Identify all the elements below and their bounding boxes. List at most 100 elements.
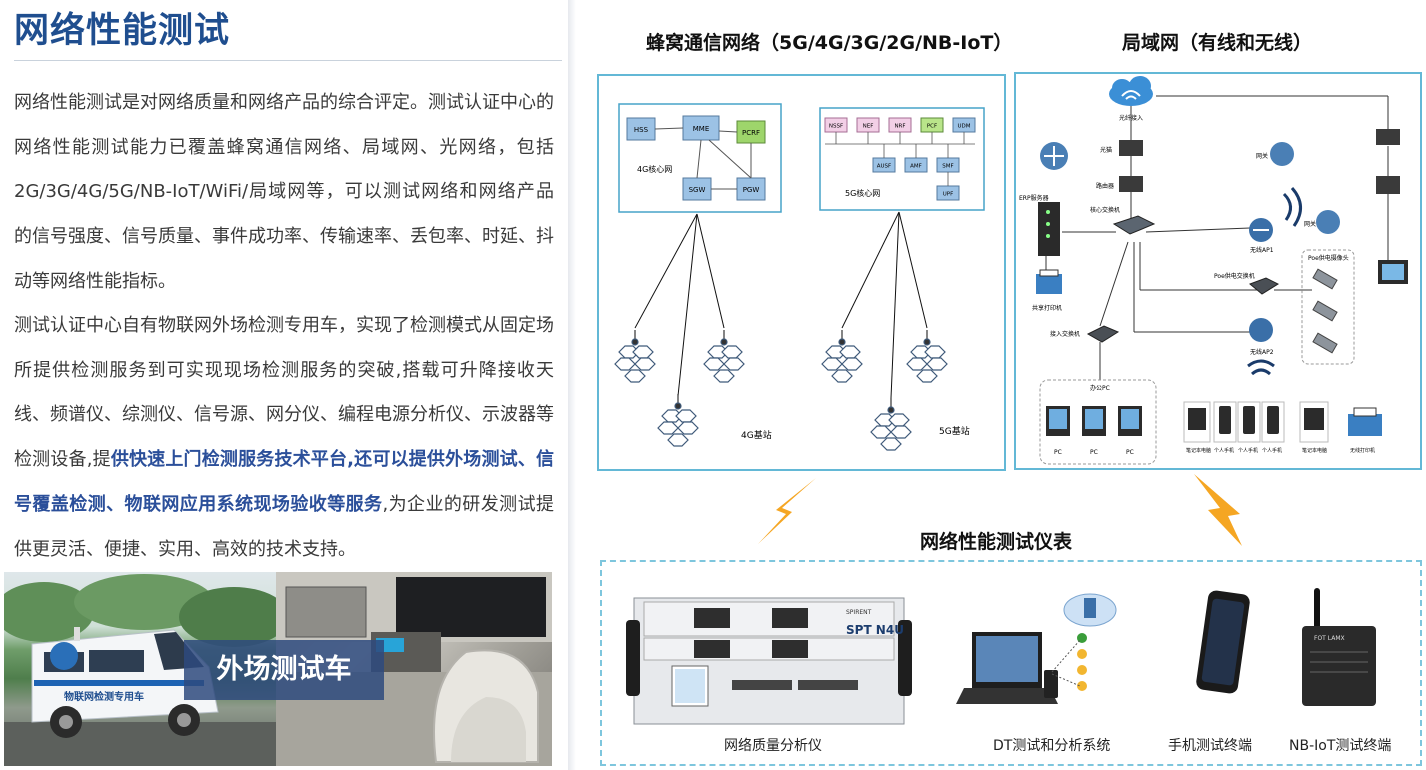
node-pcrf: PCRF bbox=[742, 129, 760, 137]
bs-4g-1 bbox=[614, 330, 656, 383]
bs-4g-3 bbox=[657, 394, 699, 447]
spt-model-label: SPT N4U bbox=[846, 623, 904, 637]
node-pcf: PCF bbox=[927, 124, 937, 130]
lan-panel: 光纤接入 光猫 路由器 核心交换机 ERP服务器 共享打印机 无线AP1 网关 … bbox=[1014, 72, 1422, 470]
test-vehicle-photo: 物联网检测专用车 bbox=[4, 572, 276, 766]
bs-5g-1 bbox=[821, 330, 863, 383]
bs-5g-label: 5G基站 bbox=[939, 425, 970, 437]
label-phone-3: 个人手机 bbox=[1262, 447, 1282, 454]
label-wireless-printer: 无线打印机 bbox=[1350, 447, 1375, 454]
label-poe-camera: Poe供电摄像头 bbox=[1308, 254, 1349, 262]
dt-system-image bbox=[956, 593, 1117, 704]
node-sgw: SGW bbox=[689, 186, 706, 194]
node-mme: MME bbox=[693, 125, 710, 133]
phone-terminal-image bbox=[1196, 590, 1250, 694]
label-router: 路由器 bbox=[1096, 182, 1114, 190]
label-dt-system: DT测试和分析系统 bbox=[993, 738, 1111, 754]
wireless-printer-icon bbox=[1348, 414, 1382, 436]
node-pgw: PGW bbox=[743, 186, 760, 194]
instrument-section-title: 网络性能测试仪表 bbox=[920, 531, 1073, 553]
label-core-switch: 核心交换机 bbox=[1090, 206, 1120, 214]
node-udm: UDM bbox=[957, 124, 970, 130]
node-nssf: NSSF bbox=[829, 124, 843, 130]
lightning-left-icon bbox=[758, 478, 816, 544]
shared-printer-icon bbox=[1036, 274, 1062, 294]
label-office-pc: 办公PC bbox=[1090, 384, 1110, 392]
node-hss: HSS bbox=[634, 126, 649, 134]
label-ap1: 无线AP1 bbox=[1250, 246, 1274, 254]
fiber-cloud-icon bbox=[1109, 76, 1153, 106]
label-phone-2: 个人手机 bbox=[1238, 447, 1258, 454]
erp-server-icon bbox=[1038, 202, 1060, 256]
label-phone-terminal: 手机测试终端 bbox=[1168, 738, 1252, 754]
camera-icons bbox=[1312, 268, 1338, 354]
core-5g-label: 5G核心网 bbox=[845, 188, 880, 198]
title-divider bbox=[14, 60, 562, 61]
label-access-switch: 接入交换机 bbox=[1050, 330, 1080, 338]
label-modem: 光猫 bbox=[1100, 146, 1112, 154]
gateway2-icon bbox=[1316, 210, 1340, 234]
core-switch-icon bbox=[1112, 215, 1156, 235]
vehicle-photos: 物联网检测专用车 外场测试车 bbox=[4, 572, 552, 766]
van-side-text: 物联网检测专用车 bbox=[64, 690, 144, 703]
vehicle-paragraph-text-b: ,为企业的研发测试提供更灵活、便捷、实用、高效的技术支持。 bbox=[14, 493, 554, 560]
cellular-network-panel: HSS MME PCRF SGW PGW 4G核心网 NSSF NEF bbox=[597, 74, 1006, 471]
vehicle-interior-photo bbox=[276, 572, 552, 766]
modem-icon bbox=[1119, 140, 1143, 156]
router-box-icon bbox=[1119, 176, 1143, 192]
vehicle-paragraph-highlight: 供快速上门检测服务技术平台,还可以提供外场测试、信号覆盖检测、物联网应用系统现场… bbox=[14, 449, 554, 515]
wifi-signal-icon bbox=[1282, 187, 1302, 227]
label-fiber-in: 光纤接入 bbox=[1119, 114, 1143, 122]
node-ausf: AUSF bbox=[877, 164, 891, 170]
label-network-analyzer: 网络质量分析仪 bbox=[724, 738, 822, 754]
pc-icons bbox=[1046, 406, 1142, 436]
page-title: 网络性能测试 bbox=[14, 11, 231, 51]
label-shared-printer: 共享打印机 bbox=[1032, 304, 1062, 312]
label-pc-2: PC bbox=[1090, 449, 1098, 456]
lan-section-title: 局域网（有线和无线） bbox=[1122, 32, 1313, 54]
bs-4g-2 bbox=[703, 330, 745, 383]
network-analyzer-image: SPT N4U SPIRENT bbox=[626, 597, 912, 725]
wifi-signal-2-icon bbox=[1247, 359, 1275, 376]
label-erp: ERP服务器 bbox=[1019, 194, 1049, 202]
lightning-right-icon bbox=[1194, 474, 1242, 546]
office-pc-group bbox=[1039, 379, 1157, 465]
label-laptop-1: 笔记本电脑 bbox=[1186, 447, 1211, 454]
label-ap2: 无线AP2 bbox=[1250, 348, 1274, 356]
base-stations bbox=[614, 330, 948, 451]
vehicle-paragraph: 测试认证中心自有物联网外场检测专用车，实现了检测模式从固定场所提供检测服务到可实… bbox=[14, 304, 554, 572]
cellular-section-title: 蜂窝通信网络（5G/4G/3G/2G/NB-IoT） bbox=[646, 32, 1013, 54]
nbiot-terminal-image: FOT LAMX bbox=[1302, 588, 1376, 706]
poe-switch-icon bbox=[1249, 277, 1280, 295]
vehicle-paragraph-text-a: 测试认证中心自有物联网外场检测专用车，实现了检测模式从固定场所提供检测服务到可实… bbox=[14, 315, 554, 471]
gateway1-icon bbox=[1270, 142, 1294, 166]
right-switch-1-icon bbox=[1376, 129, 1400, 145]
column-divider bbox=[568, 0, 576, 770]
left-column: 网络性能测试 网络性能测试是对网络质量和网络产品的综合评定。测试认证中心的网络性… bbox=[0, 0, 568, 770]
right-switch-2-icon bbox=[1376, 176, 1400, 194]
bs-5g-3 bbox=[870, 398, 912, 451]
label-gateway2: 网关 bbox=[1304, 220, 1316, 228]
label-pc-1: PC bbox=[1054, 449, 1062, 456]
fot-label: FOT LAMX bbox=[1314, 635, 1345, 642]
ap2-icon bbox=[1249, 318, 1273, 342]
instrument-panel: SPT N4U SPIRENT FOT LAMX bbox=[600, 560, 1422, 766]
spirent-logo-label: SPIRENT bbox=[846, 609, 872, 616]
node-nrf: NRF bbox=[894, 124, 905, 130]
label-gateway1: 网关 bbox=[1256, 152, 1268, 160]
core-4g-label: 4G核心网 bbox=[637, 164, 672, 174]
access-switch-icon bbox=[1086, 325, 1120, 343]
label-nbiot-terminal: NB-IoT测试终端 bbox=[1289, 738, 1392, 754]
label-laptop-2: 笔记本电脑 bbox=[1302, 447, 1327, 454]
node-upf: UPF bbox=[943, 192, 954, 198]
intro-paragraph: 网络性能测试是对网络质量和网络产品的综合评定。测试认证中心的网络性能测试能力已覆… bbox=[14, 92, 554, 292]
node-amf: AMF bbox=[910, 164, 922, 170]
label-pc-3: PC bbox=[1126, 449, 1134, 456]
wireless-devices bbox=[1183, 401, 1329, 443]
vehicle-photo-badge: 外场测试车 bbox=[184, 640, 384, 700]
bs-5g-2 bbox=[906, 330, 948, 383]
bs-4g-label: 4G基站 bbox=[741, 429, 772, 441]
label-poe-switch: Poe供电交换机 bbox=[1214, 272, 1255, 280]
label-phone-1: 个人手机 bbox=[1214, 447, 1234, 454]
node-nef: NEF bbox=[863, 124, 874, 130]
